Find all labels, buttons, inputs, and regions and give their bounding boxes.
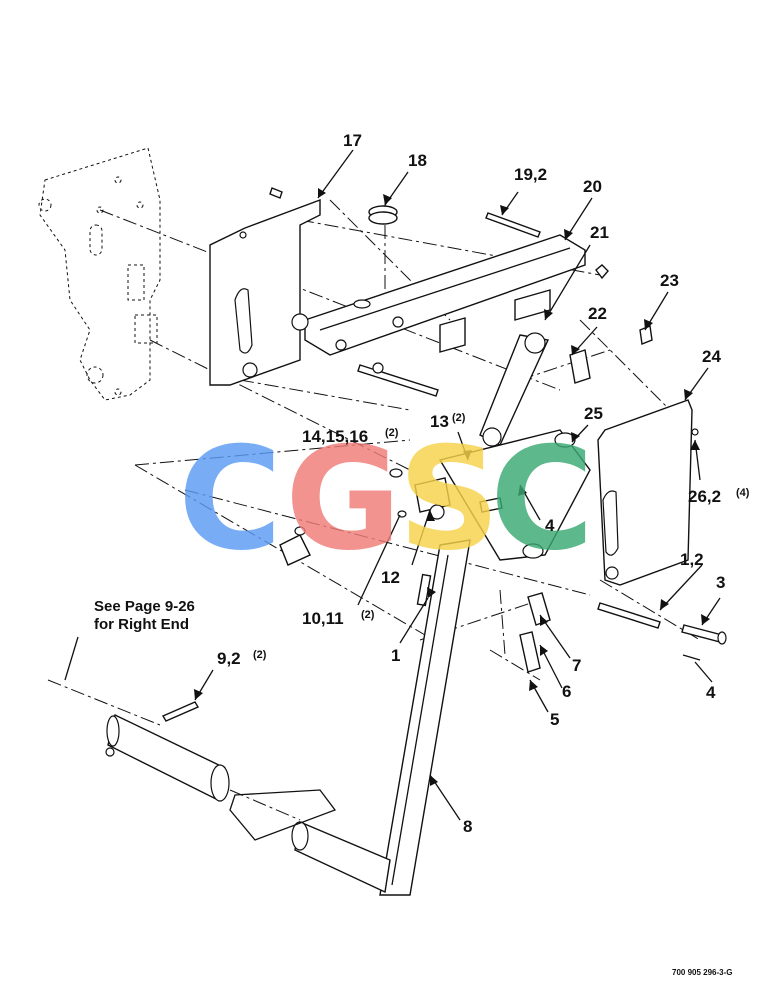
left-side-plate [209, 198, 321, 386]
watermark-letter-2: G [285, 417, 402, 582]
note-line-2: for Right End [94, 616, 189, 633]
callout-7: 7 [572, 656, 581, 675]
leader-lines [64, 149, 721, 821]
watermark-letter-4: C [490, 417, 594, 582]
arrow-heads [194, 188, 710, 786]
callout-24: 24 [702, 347, 721, 366]
bolts [161, 187, 661, 722]
reference-note: See Page 9-26 for Right End [94, 598, 195, 633]
callout-14-15-16-qty: (2) [385, 427, 399, 439]
callout-12: 12 [381, 568, 400, 587]
watermark-letter-3: S [398, 417, 500, 582]
callout-4-top: 4 [545, 516, 555, 535]
callout-17: 17 [343, 131, 362, 150]
callout-25: 25 [584, 404, 603, 423]
callout-13-qty: (2) [452, 412, 466, 424]
frame-plate-phantom [38, 147, 161, 401]
callout-20: 20 [583, 177, 602, 196]
callout-9: 9,2 [217, 649, 241, 668]
callout-6: 6 [562, 682, 571, 701]
callout-10-11: 10,11 [302, 609, 344, 628]
small-parts [279, 325, 727, 673]
callout-13: 13 [430, 412, 449, 431]
callout-1-2: 1,2 [680, 550, 704, 569]
callout-8: 8 [463, 817, 472, 836]
watermark-letter-1: C [178, 417, 282, 582]
callout-19: 19,2 [514, 165, 547, 184]
callout-10-11-qty: (2) [361, 609, 375, 621]
left-end-tube [105, 713, 337, 841]
callout-23: 23 [660, 271, 679, 290]
cross-bar [291, 234, 586, 356]
callout-4-bottom: 4 [706, 683, 716, 702]
callout-5: 5 [550, 710, 559, 729]
callout-26: 26,2 [688, 487, 721, 506]
main-arm-tube [291, 429, 591, 896]
callout-3: 3 [716, 573, 725, 592]
callout-labels: 17 18 19,2 20 21 22 23 24 25 13 (2) 14,1… [217, 131, 750, 836]
note-line-1: See Page 9-26 [94, 598, 195, 615]
callout-22: 22 [588, 304, 607, 323]
callout-1: 1 [391, 646, 400, 665]
callout-18: 18 [408, 151, 427, 170]
callout-9-qty: (2) [253, 649, 267, 661]
part-18-grommet [368, 205, 398, 225]
callout-21: 21 [590, 223, 609, 242]
watermark: C G S C [178, 417, 594, 582]
callout-14-15-16: 14,15,16 [302, 427, 368, 446]
callout-26-qty: (4) [736, 487, 750, 499]
drawing-code: 700 905 296-3-G [672, 968, 733, 977]
right-side-plate [597, 399, 699, 586]
